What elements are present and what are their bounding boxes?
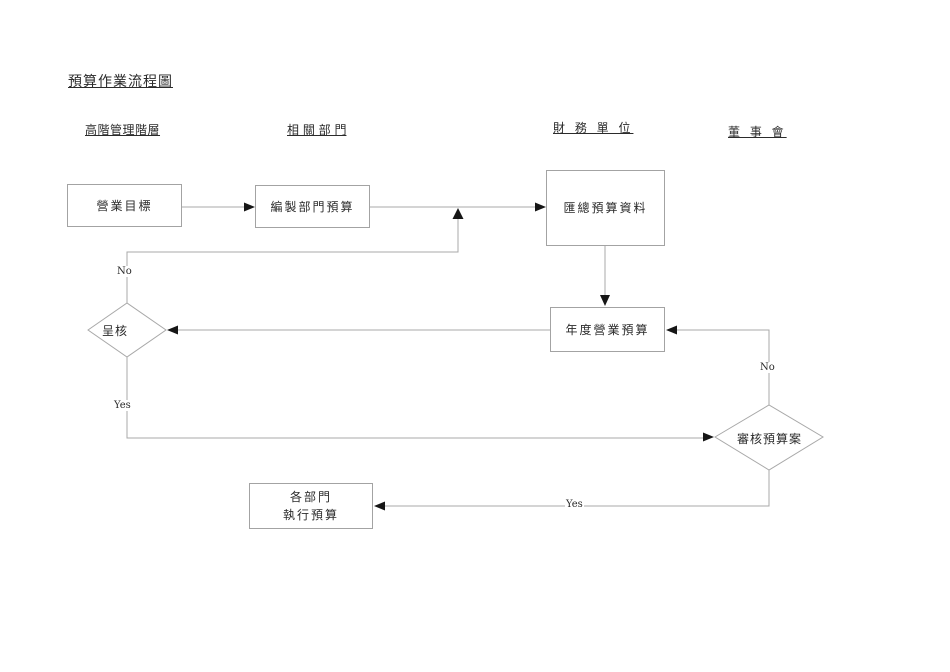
column-header-related-departments: 相 關 部 門: [287, 123, 347, 137]
arrowhead-into-annual-right: [666, 325, 677, 335]
node-business-goal-label: 營業目標: [96, 198, 153, 213]
node-consolidate-budget-label: 匯總預算資料: [563, 201, 648, 215]
node-business-goal: 營業目標: [67, 184, 182, 227]
node-execute-budget: 各部門 執行預算: [249, 483, 373, 529]
arrowhead-into-prepare: [244, 202, 255, 212]
node-annual-budget-label: 年度營業預算: [565, 322, 650, 337]
edge-label-review-no: No: [759, 362, 776, 373]
arrowhead-into-review-diamond: [703, 432, 714, 442]
node-prepare-dept-budget-label: 編製部門預算: [270, 199, 355, 214]
arrowhead-into-annual-top: [600, 295, 610, 306]
node-execute-budget-line2: 執行預算: [282, 508, 339, 522]
edge-label-review-yes: Yes: [565, 499, 584, 510]
edge-submit-yes-to-review: [126, 357, 704, 439]
edge-label-submit-no: No: [116, 266, 133, 277]
edge-submit-no-feedback: [126, 219, 459, 303]
column-header-finance-unit: 財 務 單 位: [553, 121, 634, 135]
diamond-review-budget: [714, 404, 824, 471]
node-execute-budget-line1: 各部門: [289, 490, 332, 504]
node-prepare-dept-budget: 編製部門預算: [255, 185, 370, 228]
edge-review-no-to-annual: [676, 329, 770, 405]
diamond-submit-approval: [87, 302, 167, 358]
arrowhead-into-submit-diamond: [167, 325, 178, 335]
column-header-senior-management: 高階管理階層: [85, 123, 161, 137]
arrowhead-feedback-up: [452, 208, 464, 219]
edge-review-yes-to-execute: [384, 470, 770, 507]
diamond-review-budget-label: 審核預算案: [737, 432, 803, 446]
arrowhead-into-execute: [374, 501, 385, 511]
column-header-board-of-directors: 董 事 會: [728, 125, 787, 139]
diamond-submit-approval-label: 呈核: [102, 324, 129, 338]
node-consolidate-budget: 匯總預算資料: [546, 170, 665, 246]
node-annual-budget: 年度營業預算: [550, 307, 665, 352]
edge-label-submit-yes: Yes: [113, 400, 132, 411]
arrowhead-into-consolidate: [535, 202, 546, 212]
page-title: 預算作業流程圖: [68, 74, 173, 90]
